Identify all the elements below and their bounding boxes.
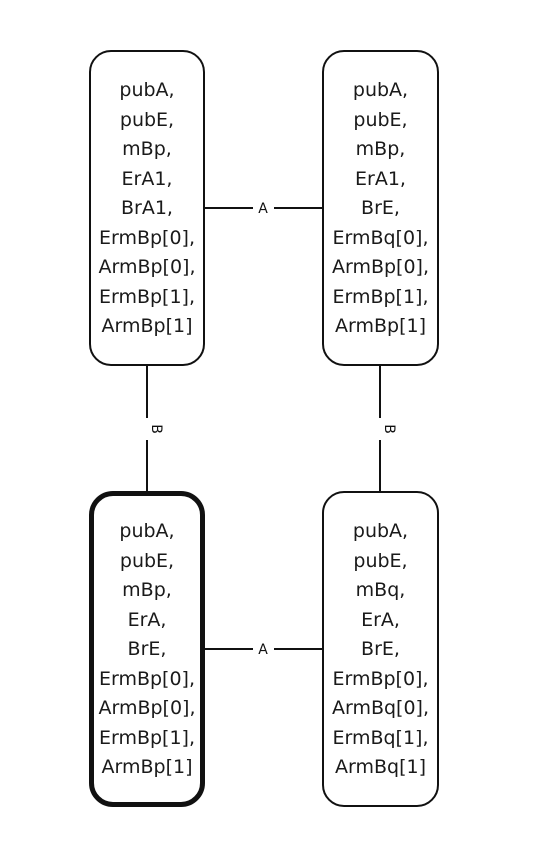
node-line: mBp, <box>122 138 172 160</box>
node-line: ArmBp[1] <box>335 315 426 337</box>
node-line: ErmBp[1], <box>332 285 429 308</box>
node-line: ArmBq[1] <box>335 756 426 778</box>
node-line: ErmBp[1], <box>98 726 196 749</box>
node-line: ArmBp[1] <box>101 315 193 337</box>
node-line: ErA1, <box>355 167 406 190</box>
node-line: ErmBp[1], <box>98 285 196 308</box>
edge-label-n1-n3: B <box>148 424 164 434</box>
state-node-top-right[interactable]: pubA, pubE, mBp, ErA1, BrE, ErmBq[0], Ar… <box>322 50 439 366</box>
node-line: pubE, <box>353 549 408 572</box>
node-line: ArmBp[0], <box>98 697 196 719</box>
node-line: ArmBp[0], <box>331 256 430 278</box>
node-line: pubA, <box>119 520 175 542</box>
node-line: ArmBp[0], <box>98 256 196 278</box>
node-line: mBp, <box>355 138 406 160</box>
edge-label-n2-n4: B <box>381 424 397 434</box>
node-line: pubA, <box>352 79 409 101</box>
node-line: ErmBp[0], <box>98 226 196 249</box>
state-node-top-left[interactable]: pubA, pubE, mBp, ErA1, BrA1, ErmBp[0], A… <box>89 50 205 366</box>
node-line: BrE, <box>361 197 400 219</box>
node-line: pubE, <box>353 108 408 131</box>
edge-label-n1-n2: A <box>258 201 268 217</box>
node-line: ErA1, <box>121 167 173 190</box>
node-line: ErmBp[0], <box>98 667 196 690</box>
edge-label-n3-n4: A <box>258 642 268 658</box>
node-line: BrA1, <box>121 197 173 219</box>
node-line: pubE, <box>119 549 175 572</box>
node-line: pubE, <box>119 108 175 131</box>
node-line: ArmBp[1] <box>101 756 193 778</box>
node-line: BrE, <box>361 638 400 660</box>
state-node-bottom-right[interactable]: pubA, pubE, mBq, ErA, BrE, ErmBp[0], Arm… <box>322 491 439 807</box>
node-line: ErA, <box>127 608 167 631</box>
node-line: ArmBq[0], <box>331 697 430 719</box>
node-line: BrE, <box>127 638 167 660</box>
node-line: pubA, <box>119 79 175 101</box>
node-line: mBp, <box>122 579 172 601</box>
node-line: pubA, <box>352 520 409 542</box>
node-line: ErA, <box>361 608 400 631</box>
node-line: ErmBp[0], <box>332 667 429 690</box>
state-node-bottom-left-selected[interactable]: pubA, pubE, mBp, ErA, BrE, ErmBp[0], Arm… <box>89 491 205 807</box>
node-line: mBq, <box>355 579 406 601</box>
node-line: ErmBq[1], <box>332 726 429 749</box>
node-line: ErmBq[0], <box>332 226 429 249</box>
